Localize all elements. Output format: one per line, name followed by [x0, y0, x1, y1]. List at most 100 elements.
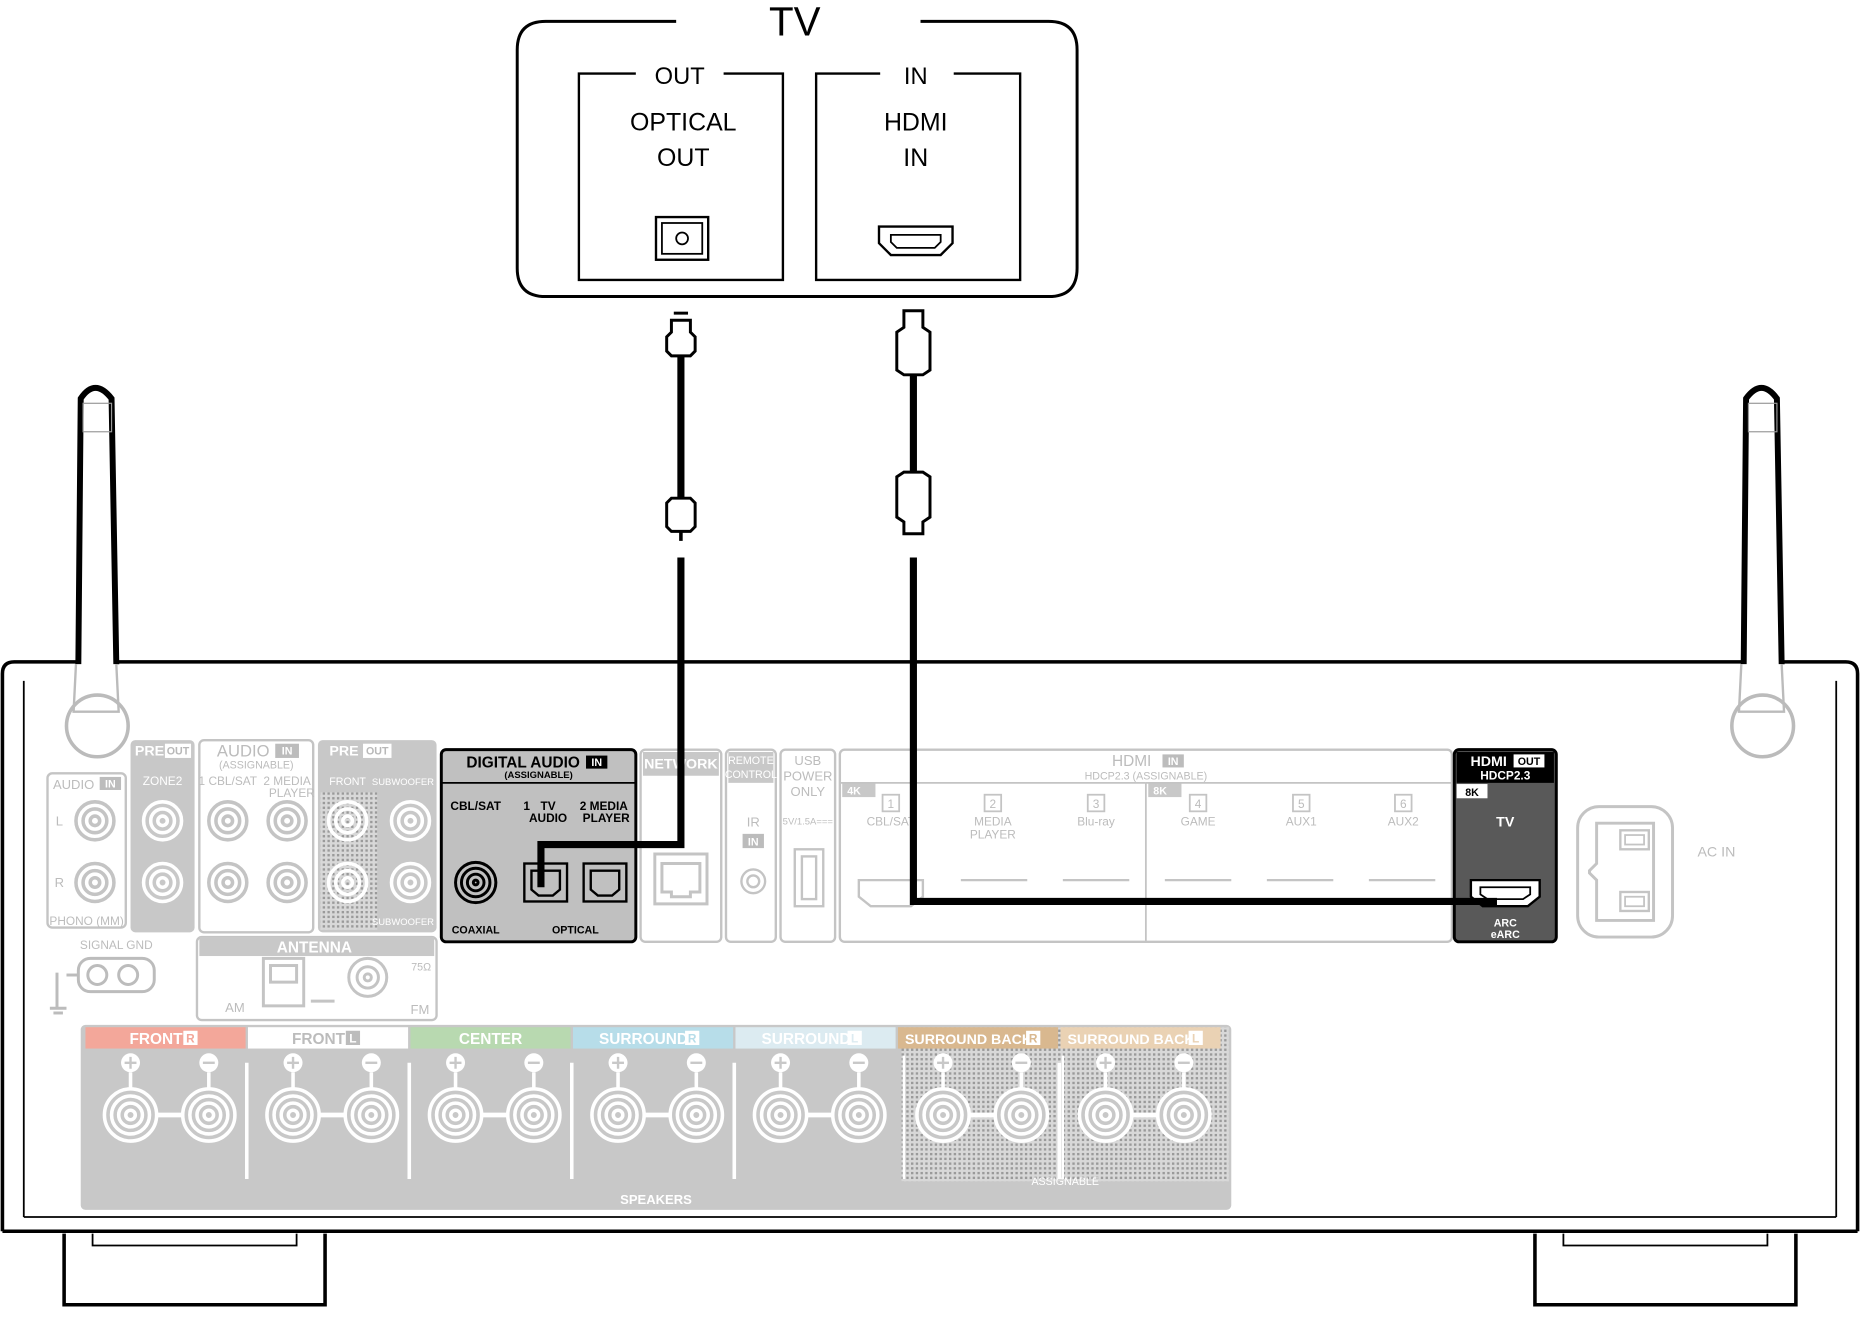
hdmi-input-1: 1 CBL/SAT — [857, 793, 925, 908]
phono-audio-label: AUDIO — [53, 777, 94, 792]
hdmi-8k-badge: 8K — [1153, 786, 1167, 798]
coaxial-jack-icon — [454, 860, 498, 905]
tv-in-label: IN — [904, 64, 928, 90]
left-foot — [62, 1233, 327, 1307]
optical1-label-b: AUDIO — [529, 811, 567, 825]
remote-label-b: CONTROL — [725, 769, 777, 781]
audio-assign-ch2: 2 MEDIA — [263, 774, 311, 788]
phono-label: PHONO (MM) — [49, 914, 123, 928]
audio-in-assignable-block: AUDIO IN (ASSIGNABLE) 1 CBL/SAT 2 MEDIA … — [198, 738, 315, 934]
antenna-block: ANTENNA AM FM 75Ω — [195, 935, 438, 1022]
fm-ohm-label: 75Ω — [411, 961, 431, 973]
speaker-channel-badge — [183, 1030, 198, 1045]
usb-label-b: POWER — [783, 768, 832, 783]
hdmi-in-badge: IN — [1168, 756, 1179, 768]
optical-2-port-icon — [582, 862, 628, 903]
speaker-terminal-pair — [590, 1053, 725, 1143]
hdmi-out-title: HDMI — [1471, 754, 1507, 770]
speaker-channel-label: R — [1029, 1032, 1038, 1046]
ir-label: IR — [747, 815, 760, 830]
zone2-label: ZONE2 — [143, 774, 183, 788]
receiver-rear-panel: AUDIO IN L R PHONO (MM) SIGNAL GND PRE — [0, 384, 1860, 1307]
hdmi-cable — [895, 309, 1497, 906]
fm-label: FM — [411, 1002, 430, 1017]
audio-assign-sub: (ASSIGNABLE) — [219, 760, 294, 772]
hdmi-port-icon — [877, 225, 954, 257]
am-label: AM — [225, 1000, 245, 1015]
speaker-channel-badge — [1188, 1030, 1203, 1045]
hdmi-out-block: HDMI OUT HDCP2.3 8K TV ARC eARC — [1452, 748, 1558, 944]
tv-optical-label-1: OPTICAL — [630, 108, 737, 136]
right-antenna-icon — [1730, 384, 1796, 759]
tv-hdmi-label-1: HDMI — [884, 108, 948, 136]
zone-out-badge: OUT — [167, 745, 190, 757]
hdmi-input-num: 3 — [1093, 797, 1100, 811]
hdmi-input-6: 6 AUX2 — [1368, 793, 1436, 882]
earc-label: eARC — [1491, 929, 1520, 941]
tv-in-panel: IN HDMI IN — [814, 64, 1022, 282]
tv-title: TV — [769, 0, 821, 45]
hdmi-input-name: CBL/SAT — [867, 815, 916, 829]
cbl-sat-label: CBL/SAT — [450, 799, 501, 813]
audio-assign-ch2b: PLAYER — [269, 786, 315, 800]
usb-block: USB POWER ONLY 5V/1.5A=== — [779, 748, 837, 943]
speaker-header-label: SURROUND BACK — [905, 1032, 1033, 1048]
speaker-terminal-pair — [265, 1053, 400, 1143]
tv-hdmi-label-2: IN — [903, 144, 928, 172]
optical1-label-a: TV — [540, 799, 555, 813]
speaker-terminal-pair — [752, 1053, 887, 1143]
assignable-label: ASSIGNABLE — [1031, 1176, 1099, 1188]
tv-device: TV OUT OPTICAL OUT IN HDMI IN — [515, 0, 1079, 299]
optical2-label-a: 2 MEDIA — [580, 799, 629, 813]
speaker-channel-label: R — [186, 1032, 195, 1046]
remote-label-a: REMOTE — [728, 755, 774, 767]
hdmi-out-tv-label: TV — [1496, 815, 1515, 831]
hdmi-input-name: Blu-ray — [1077, 815, 1115, 829]
hdmi-input-num: 4 — [1195, 797, 1202, 811]
speaker-channel-badge — [847, 1030, 862, 1045]
speaker-header-label: FRONT — [130, 1031, 184, 1048]
ir-badge: IN — [748, 837, 759, 849]
optical-cable — [537, 311, 697, 888]
speakers-footer: SPEAKERS — [620, 1192, 692, 1207]
speaker-channel-label: L — [851, 1032, 858, 1046]
subwoofer1-label: SUBWOOFER 1 — [372, 777, 442, 788]
remote-control-block: REMOTE CONTROL IR IN — [724, 748, 777, 943]
ac-in-block: AC IN — [1576, 805, 1735, 939]
speaker-channel-badge — [345, 1030, 361, 1045]
speaker-channel-badge — [685, 1030, 700, 1045]
signal-gnd-label: SIGNAL GND — [80, 938, 153, 952]
speaker-terminal-pair — [427, 1053, 562, 1143]
optical-1-port-icon[interactable] — [523, 862, 569, 903]
usb-rating: 5V/1.5A=== — [783, 816, 834, 827]
speaker-channel-badge — [1026, 1030, 1041, 1045]
optical2-label-b: PLAYER — [583, 811, 630, 825]
speaker-header-label: SURROUND BACK — [1067, 1032, 1195, 1048]
hdmi-input-num: 1 — [888, 797, 895, 811]
hdmi-input-2: 2 MEDIA PLAYER — [960, 793, 1028, 882]
tv-optical-label-2: OUT — [657, 144, 710, 172]
usb-label-a: USB — [794, 753, 821, 768]
speaker-terminal-pair — [915, 1053, 1050, 1143]
antenna-label: ANTENNA — [277, 939, 352, 956]
pre-front-front-label: FRONT — [329, 776, 366, 788]
usb-port-icon — [793, 848, 825, 908]
hdmi-input-3: 3 Blu-ray — [1062, 793, 1130, 882]
speaker-header-label: SURROUND — [599, 1031, 688, 1048]
pre-out-front-block: PRE OUT FRONT SUBWOOFER 1 SUBWOOFER 2 — [317, 740, 442, 933]
phono-r-label: R — [55, 875, 64, 890]
phono-in-badge: IN — [105, 779, 116, 791]
zone-pre-label: PRE — [135, 744, 164, 760]
hdmi-in-title: HDMI — [1112, 753, 1151, 770]
speaker-header-label: CENTER — [459, 1031, 522, 1048]
subwoofer2-label: SUBWOOFER 2 — [372, 917, 442, 928]
arc-label: ARC — [1494, 917, 1517, 929]
hdmi-input-num: 6 — [1400, 797, 1407, 811]
phono-l-label: L — [56, 814, 63, 829]
